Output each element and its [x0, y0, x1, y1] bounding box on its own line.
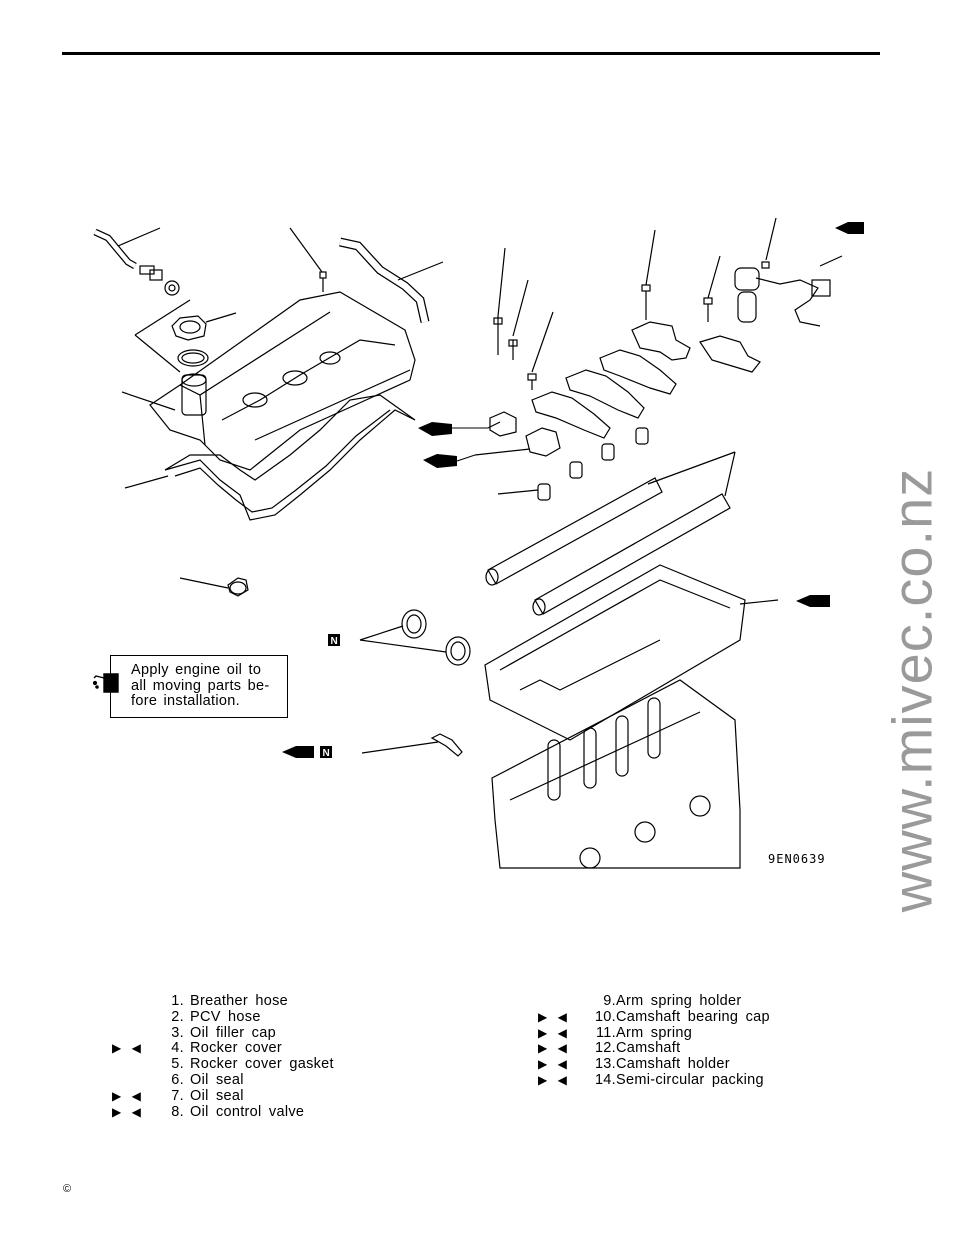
legend-number: 8.	[171, 1103, 184, 1120]
legend-label: Oil seal	[190, 1087, 244, 1104]
legend-item: 2. PCV hose	[112, 1008, 372, 1026]
service-marker: ▶ ◀	[112, 1088, 143, 1103]
service-marker: ▶ ◀	[538, 1057, 569, 1072]
legend-label: Rocker cover gasket	[190, 1056, 334, 1073]
legend-item: 9.Arm spring holder	[538, 993, 798, 1010]
legend-number: 12.	[594, 1040, 616, 1057]
service-marker: ▶ ◀	[112, 1104, 143, 1119]
legend-item: ▶ ◀ 4. Rocker cover	[112, 1041, 372, 1057]
new-part-badge: N N	[320, 634, 340, 759]
legend-number: 5.	[171, 1056, 184, 1073]
legend-item: 3. Oil filler cap	[112, 1024, 372, 1042]
legend-label: Arm spring holder	[616, 993, 742, 1009]
legend-label: Camshaft bearing cap	[616, 1008, 770, 1025]
copyright-symbol: ©	[63, 1183, 72, 1195]
note-line-3: fore installation.	[131, 693, 240, 709]
legend-number: 7.	[171, 1087, 184, 1104]
service-marker: ▶ ◀	[538, 1072, 569, 1087]
rocker-cover-gasket-part	[124, 394, 416, 521]
engine-oil-note: Apply engine oil to all moving parts be-…	[110, 655, 288, 718]
oil-control-valve-part	[734, 217, 843, 327]
legend-number: 1.	[171, 993, 184, 1009]
legend-label: Oil filler cap	[190, 1024, 276, 1041]
legend-item: ▶ ◀ 13.Camshaft holder	[538, 1056, 798, 1073]
legend-item: 5. Rocker cover gasket	[112, 1056, 372, 1073]
camshaft-holder-part	[484, 564, 779, 741]
legend-number: 11.	[596, 1024, 616, 1041]
legend-label: Camshaft holder	[616, 1056, 730, 1073]
legend-item: ▶ ◀ 12.Camshaft	[538, 1041, 798, 1057]
pcv-valve-part	[139, 265, 180, 296]
oil-filler-cap-part	[134, 299, 237, 373]
parts-legend-left: 1. Breather hose 2. PCV hose 3. Oil filler ca…	[112, 993, 372, 1121]
arm-springs-part	[497, 427, 649, 501]
svg-text:N: N	[323, 748, 330, 759]
legend-number: 13.	[594, 1056, 616, 1073]
legend-item: 1. Breather hose	[112, 993, 372, 1010]
service-marker: ▶ ◀	[538, 1041, 569, 1056]
camshaft-bearing-caps-part	[474, 321, 761, 457]
oil-seal-7-part	[359, 609, 471, 666]
service-marker: ▶ ◀	[112, 1041, 143, 1056]
camshafts-part	[485, 451, 736, 616]
legend-label: Breather hose	[190, 993, 288, 1009]
rocker-cover-part	[121, 291, 416, 471]
sealant-tube-icon	[282, 222, 864, 758]
legend-number: 10.	[594, 1008, 616, 1025]
legend-label: Camshaft	[616, 1040, 681, 1057]
pcv-hose-part	[339, 237, 444, 323]
legend-number: 14.	[594, 1071, 616, 1088]
legend-label: Oil seal	[190, 1071, 244, 1088]
legend-number: 4.	[171, 1040, 184, 1057]
legend-item: ▶ ◀ 14.Semi-circular packing	[538, 1071, 798, 1089]
cylinder-head-part	[491, 679, 741, 869]
legend-item: 6. Oil seal	[112, 1071, 372, 1089]
legend-label: Rocker cover	[190, 1040, 283, 1057]
bolt-part	[289, 227, 327, 292]
legend-item: ▶ ◀ 7. Oil seal	[112, 1087, 372, 1105]
legend-label: Semi-circular packing	[616, 1071, 764, 1088]
cap-bolts-part	[493, 229, 721, 390]
note-line-2: all moving parts be-	[131, 677, 270, 694]
svg-text:N: N	[331, 636, 338, 647]
note-line-1: Apply engine oil to	[131, 662, 262, 678]
legend-number: 3.	[171, 1024, 184, 1041]
service-marker: ▶ ◀	[538, 1009, 569, 1024]
service-marker: ▶ ◀	[538, 1025, 569, 1040]
legend-item: ▶ ◀ 8. Oil control valve	[112, 1103, 372, 1121]
header-rule	[62, 52, 880, 55]
oil-can-icon	[92, 673, 119, 693]
watermark: www.mivec.co.nz	[880, 467, 944, 913]
semi-circular-packing-part	[361, 733, 463, 757]
breather-hose-part	[93, 227, 161, 270]
oil-seal-6-part	[179, 577, 249, 597]
legend-number: 9.	[603, 993, 616, 1009]
legend-label: Arm spring	[616, 1024, 693, 1041]
parts-legend-right: 9.Arm spring holder▶ ◀10.Camshaft bearin…	[538, 993, 798, 1089]
legend-number: 6.	[171, 1071, 184, 1088]
legend-item: ▶ ◀ 10.Camshaft bearing cap	[538, 1008, 798, 1026]
legend-label: PCV hose	[190, 1008, 261, 1025]
legend-number: 2.	[171, 1008, 184, 1025]
figure-code: 9EN0639	[768, 852, 826, 866]
exploded-view-diagram: N N	[93, 217, 864, 869]
legend-item: ▶ ◀ 11.Arm spring	[538, 1024, 798, 1042]
legend-label: Oil control valve	[190, 1103, 305, 1120]
